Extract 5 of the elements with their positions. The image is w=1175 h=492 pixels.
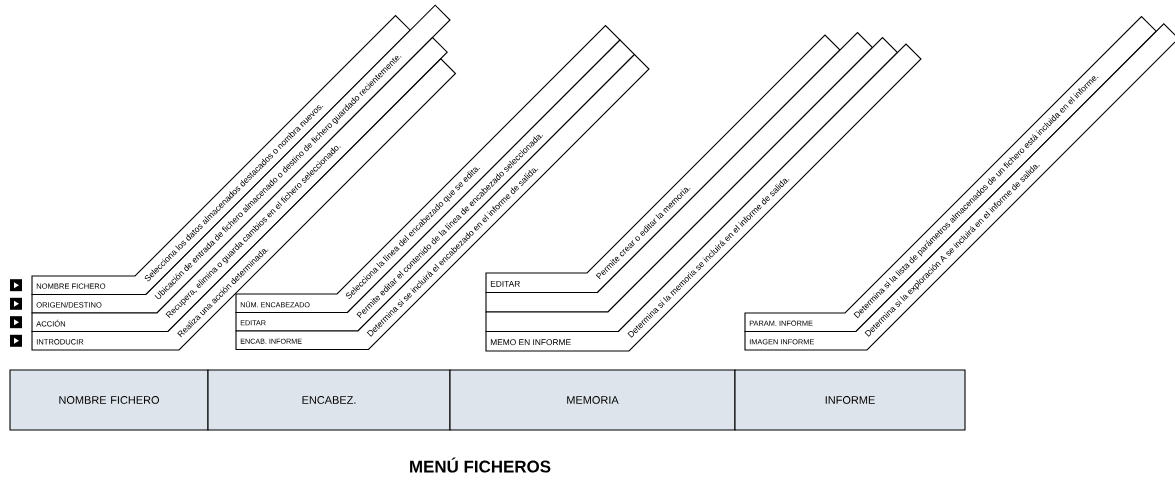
menu-cell: MEMORIA [449,369,736,431]
menu-cell: ENCABEZ. [207,369,451,431]
menu-cell: INFORME [734,369,966,431]
menu-cell: NOMBRE FICHERO [9,369,209,431]
diagram-title: MENÚ FICHEROS [410,457,551,473]
